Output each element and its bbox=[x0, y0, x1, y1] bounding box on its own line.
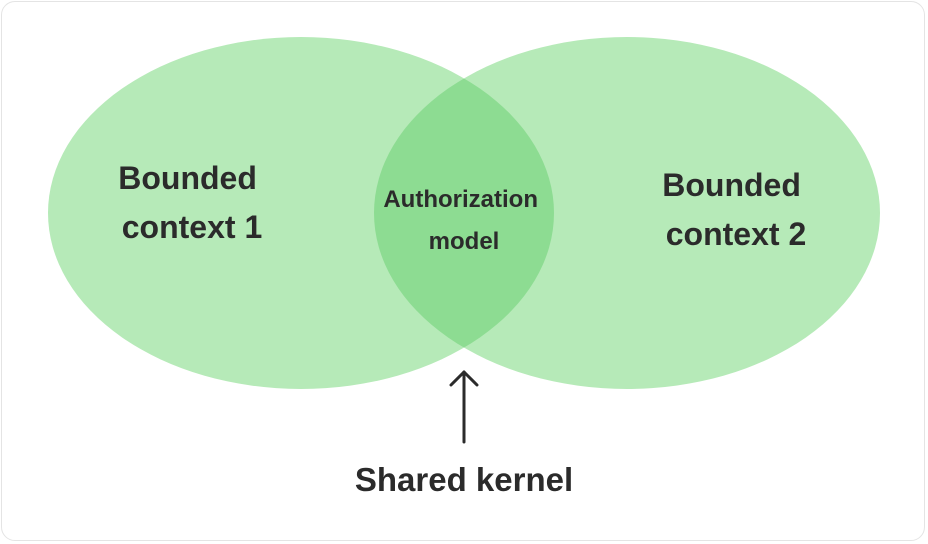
authorization-model-label: Authorization model bbox=[383, 186, 544, 255]
shared-kernel-arrow bbox=[449, 370, 479, 444]
bounded-context-2-line2: context 2 bbox=[666, 216, 806, 252]
shared-kernel-overlap bbox=[374, 37, 554, 389]
bounded-context-1-line2: context 1 bbox=[122, 209, 262, 245]
authorization-model-line2: model bbox=[429, 228, 500, 255]
bounded-context-2-label: Bounded context 2 bbox=[662, 167, 810, 252]
authorization-model-line1: Authorization bbox=[383, 186, 538, 213]
bounded-context-2-line1: Bounded bbox=[662, 167, 801, 203]
shared-kernel-label: Shared kernel bbox=[355, 461, 573, 498]
bounded-context-1-label: Bounded context 1 bbox=[118, 160, 266, 245]
bounded-context-1-line1: Bounded bbox=[118, 160, 257, 196]
